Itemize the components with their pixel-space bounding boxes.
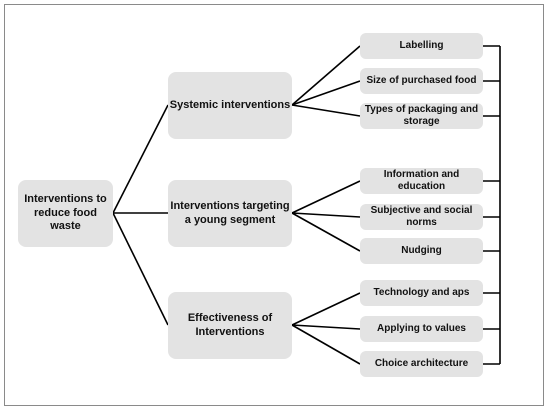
leaf-label: Information and education <box>383 169 460 192</box>
link-root-effectiveness <box>112 212 169 326</box>
leaf-label: Nudging <box>401 245 442 256</box>
link-systemic-size <box>291 80 361 106</box>
leaf-node-information: Information and education <box>360 168 483 194</box>
link-effectiveness-technology <box>291 292 361 326</box>
link-effectiveness-values <box>291 324 361 330</box>
leaf-node-norms: Subjective and social norms <box>360 204 483 230</box>
branch-label: Systemic interventions <box>169 98 291 111</box>
leaf-label: Size of purchased food <box>366 75 477 86</box>
leaf-label: Technology and aps <box>373 287 470 298</box>
branch-node-effectiveness: Effectiveness of Interventions <box>168 292 292 359</box>
link-young-information <box>291 180 361 214</box>
root-node-label: Interventions to reduce food waste <box>24 192 107 233</box>
branch-node-young-segment: Interventions targeting a young segment <box>168 180 292 247</box>
leaf-node-labelling: Labelling <box>360 33 483 59</box>
leaf-label: Choice architecture <box>374 358 469 369</box>
root-node: Interventions to reduce food waste <box>18 180 113 247</box>
leaf-label: Labelling <box>399 40 444 51</box>
leaf-node-choice-architecture: Choice architecture <box>360 351 483 377</box>
link-systemic-packaging <box>291 104 361 117</box>
leaf-node-nudging: Nudging <box>360 238 483 264</box>
link-effectiveness-choice <box>291 324 361 365</box>
leaf-node-size: Size of purchased food <box>360 68 483 94</box>
leaf-node-packaging: Types of packaging and storage <box>360 103 483 129</box>
leaf-label: Types of packaging and storage <box>364 104 479 127</box>
link-young-nudging <box>291 212 361 252</box>
leaf-node-technology: Technology and aps <box>360 280 483 306</box>
branch-label: Interventions targeting a young segment <box>170 199 290 226</box>
link-systemic-labelling <box>291 45 361 106</box>
leaf-label: Subjective and social norms <box>370 205 473 228</box>
branch-node-systemic: Systemic interventions <box>168 72 292 139</box>
leaf-label: Applying to values <box>377 323 466 334</box>
branch-label: Effectiveness of Interventions <box>187 311 273 338</box>
leaf-node-values: Applying to values <box>360 316 483 342</box>
link-root-systemic <box>112 104 169 214</box>
diagram-frame <box>4 4 544 406</box>
link-young-norms <box>291 212 361 218</box>
